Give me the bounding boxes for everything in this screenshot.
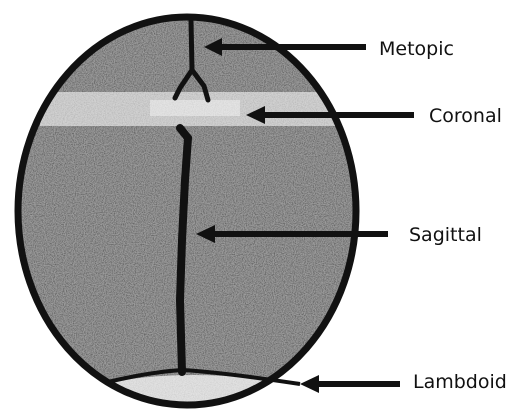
label-metopic: Metopic [379, 40, 454, 59]
pointer-lambdoid [300, 375, 400, 393]
label-lambdoid: Lambdoid [413, 373, 507, 392]
label-coronal: Coronal [429, 107, 502, 126]
label-sagittal: Sagittal [409, 226, 482, 245]
